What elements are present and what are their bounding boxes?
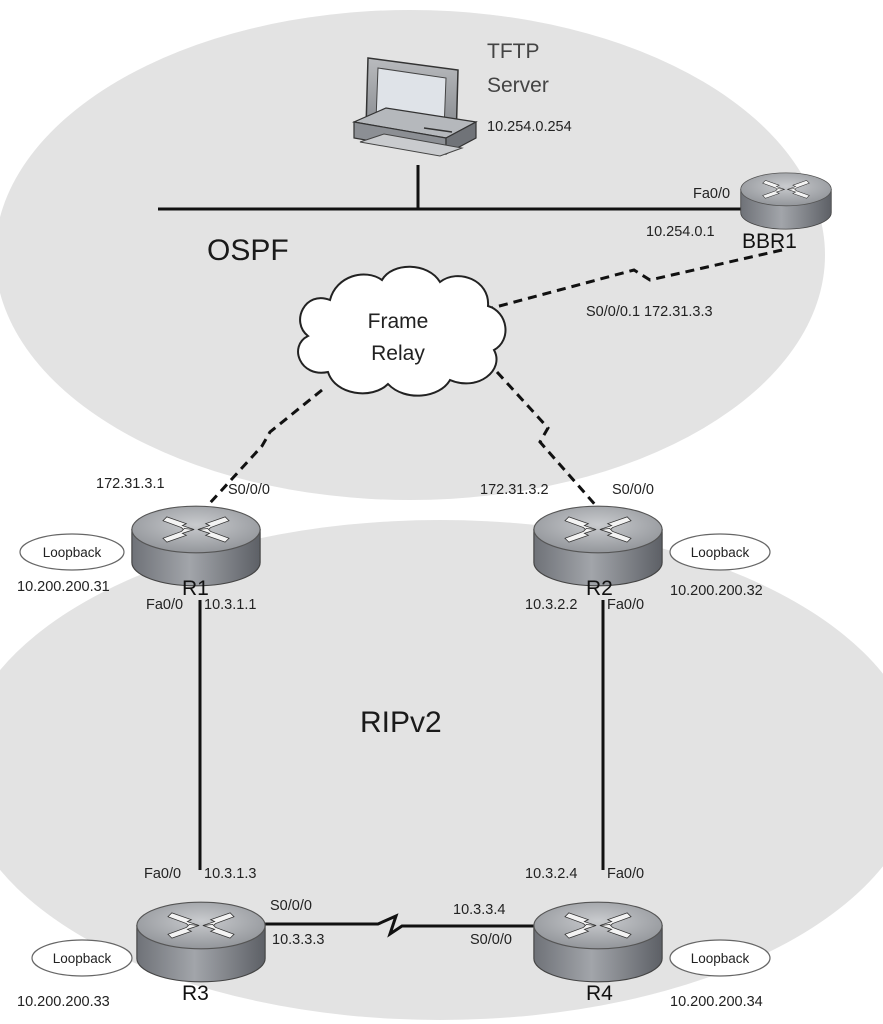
router-name-bbr1: BBR1 bbox=[742, 230, 797, 253]
r4-fa-interface: Fa0/0 bbox=[607, 866, 644, 882]
r2-fa-interface: Fa0/0 bbox=[607, 597, 644, 613]
ripv2-area-label: RIPv2 bbox=[360, 706, 442, 739]
r2-loopback-oval bbox=[669, 533, 771, 571]
bbr1-serial-label: S0/0/0.1 172.31.3.3 bbox=[586, 304, 713, 320]
router-name-r2: R2 bbox=[586, 577, 613, 600]
r3-loopback-ip: 10.200.200.33 bbox=[17, 994, 110, 1010]
router-name-r4: R4 bbox=[586, 982, 613, 1005]
r1-serial-ip: 172.31.3.1 bbox=[96, 476, 165, 492]
ripv2-area bbox=[0, 520, 883, 1020]
r3-loopback-label: Loopback bbox=[53, 951, 112, 966]
router-name-r1: R1 bbox=[182, 577, 209, 600]
r2-serial-ip: 172.31.3.2 bbox=[480, 482, 549, 498]
r4-serial-interface: S0/0/0 bbox=[470, 932, 512, 948]
r2-serial-interface: S0/0/0 bbox=[612, 482, 654, 498]
cloud-label-line2: Relay bbox=[371, 342, 425, 365]
ospf-area bbox=[0, 10, 825, 500]
pc-icon bbox=[351, 57, 478, 157]
router-icon-r2 bbox=[533, 505, 663, 587]
r3-loopback-oval bbox=[31, 939, 133, 977]
r2-loopback-label: Loopback bbox=[691, 545, 750, 560]
router-icon-r1 bbox=[131, 505, 261, 587]
r4-fa-ip: 10.3.2.4 bbox=[525, 866, 577, 882]
r3-serial-ip: 10.3.3.3 bbox=[272, 932, 324, 948]
ospf-area-label: OSPF bbox=[207, 234, 289, 267]
r2-fa-ip: 10.3.2.2 bbox=[525, 597, 577, 613]
router-icon-bbr1 bbox=[740, 172, 832, 230]
r1-loopback-ip: 10.200.200.31 bbox=[17, 579, 110, 595]
r1-loopback-oval bbox=[19, 533, 125, 571]
r4-loopback-label: Loopback bbox=[691, 951, 750, 966]
bbr1-fa-ip: 10.254.0.1 bbox=[646, 224, 715, 240]
r1-loopback-label: Loopback bbox=[43, 545, 102, 560]
r1-fa-ip: 10.3.1.1 bbox=[204, 597, 256, 613]
r3-fa-ip: 10.3.1.3 bbox=[204, 866, 256, 882]
cloud-label-line1: Frame bbox=[368, 310, 429, 333]
server-name-line1: TFTP bbox=[487, 40, 540, 63]
server-name-line2: Server bbox=[487, 74, 549, 97]
router-icon-r3 bbox=[136, 901, 266, 983]
router-icon-r4 bbox=[533, 901, 663, 983]
cloud-icon bbox=[297, 265, 507, 397]
router-name-r3: R3 bbox=[182, 982, 209, 1005]
r4-serial-ip: 10.3.3.4 bbox=[453, 902, 505, 918]
r4-loopback-ip: 10.200.200.34 bbox=[670, 994, 763, 1010]
pvc-bbr1-link bbox=[491, 248, 783, 310]
r3-serial-interface: S0/0/0 bbox=[270, 898, 312, 914]
serial-link-r3-r4 bbox=[265, 913, 540, 938]
r2-loopback-ip: 10.200.200.32 bbox=[670, 583, 763, 599]
r3-fa-interface: Fa0/0 bbox=[144, 866, 181, 882]
pvc-r1-link bbox=[208, 388, 323, 505]
bbr1-fa-interface: Fa0/0 bbox=[693, 186, 730, 202]
server-ip: 10.254.0.254 bbox=[487, 119, 572, 135]
r1-serial-interface: S0/0/0 bbox=[228, 482, 270, 498]
r4-loopback-oval bbox=[669, 939, 771, 977]
pvc-r2-link bbox=[495, 370, 600, 509]
r1-fa-interface: Fa0/0 bbox=[146, 597, 183, 613]
